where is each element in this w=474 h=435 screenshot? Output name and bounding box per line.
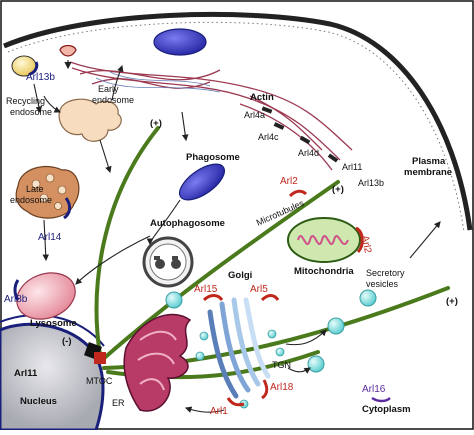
- label-arl5: Arl5: [250, 284, 268, 295]
- arl1-marker: [226, 397, 245, 407]
- label-cytoplasm: Cytoplasm: [362, 404, 411, 415]
- label-arl16: Arl16: [362, 384, 386, 395]
- late-endosome: [15, 165, 80, 219]
- arl8b-marker: [13, 279, 20, 301]
- microtubule-mid: [100, 180, 340, 362]
- late-endosome-vesicles: [31, 173, 67, 210]
- actin-filaments: [69, 61, 353, 171]
- label-secretory-vesicles: Secretory vesicles: [366, 268, 407, 289]
- label-arl4a: Arl4a: [244, 110, 265, 120]
- label-phagosome: Phagosome: [186, 152, 240, 163]
- label-autophagosome: Autophagosome: [150, 218, 225, 229]
- recycling-endosome-arl13b: [29, 61, 39, 76]
- label-arl8b: Arl8b: [4, 294, 28, 305]
- label-early-endosome: Early endosome: [92, 84, 134, 105]
- label-early-endosome-line1: Early: [98, 84, 119, 94]
- phagosome: [179, 163, 225, 201]
- label-arl2-top: Arl2: [280, 176, 298, 187]
- label-golgi: Golgi: [228, 270, 252, 281]
- microtubule-top: [94, 126, 160, 357]
- label-arl18: Arl18: [270, 382, 294, 393]
- autophagosome-cargo: [154, 256, 181, 269]
- label-arl4d: Arl4d: [298, 148, 319, 158]
- label-recycling-endosome-line2: endosome: [10, 107, 52, 117]
- label-arl13b-top: Arl13b: [26, 72, 55, 83]
- plasma-membrane: [3, 11, 473, 231]
- arl18-marker: [261, 379, 269, 400]
- nuclear-envelope-ring: [0, 314, 105, 347]
- label-er: ER: [112, 398, 125, 408]
- label-arl1: Arl1: [210, 406, 228, 417]
- label-arl11-nucleus: Arl11: [14, 368, 38, 379]
- endoplasmic-reticulum: [123, 313, 192, 412]
- early-endosome: [58, 98, 122, 142]
- arl4d-marker: [299, 135, 311, 145]
- label-arl13b-right: Arl13b: [358, 178, 384, 188]
- label-tgn: TGN: [272, 360, 291, 370]
- golgi-vesicles: [195, 329, 285, 409]
- label-arl14: Arl14: [38, 232, 62, 243]
- label-late-endosome: Late endosome: [10, 184, 52, 205]
- label-mtoc: MTOC: [86, 376, 113, 386]
- label-plus-right: (+): [446, 296, 458, 307]
- autophagosome-inner: [149, 243, 187, 281]
- arl16-marker: [371, 396, 391, 403]
- label-arl2-mito: Arl2: [359, 235, 373, 255]
- label-recycling-endosome-line1: Recycling: [6, 96, 45, 106]
- label-secretory-vesicles-line1: Secretory: [366, 268, 405, 278]
- label-arl11-right: Arl11: [342, 162, 362, 172]
- label-late-endosome-line1: Late: [26, 184, 44, 194]
- mtoc: [84, 342, 106, 364]
- arl2-tubule-marker: [288, 189, 308, 198]
- top-vesicle: [153, 28, 207, 56]
- arl2-mito-marker: [355, 226, 364, 254]
- membrane-pit: [59, 44, 77, 57]
- label-nucleus: Nucleus: [20, 396, 57, 407]
- arl11-marker: [327, 153, 339, 163]
- arl14-marker: [63, 197, 72, 220]
- arl5-marker: [260, 294, 280, 302]
- mitochondria: [287, 217, 361, 263]
- arl15-marker: [202, 294, 224, 302]
- arl4a-marker: [261, 106, 273, 114]
- arl4c-marker: [273, 122, 285, 130]
- golgi-apparatus: [207, 297, 271, 399]
- label-plus-mid: (+): [332, 184, 344, 195]
- secretory-vesicles: [165, 289, 377, 373]
- label-plasma-membrane: Plasma membrane: [404, 156, 452, 178]
- label-plasma-membrane-line1: Plasma: [412, 156, 446, 167]
- label-minus: (-): [62, 336, 72, 347]
- label-actin: Actin: [250, 92, 274, 103]
- label-plus-top: (+): [150, 118, 162, 129]
- label-secretory-vesicles-line2: vesicles: [366, 279, 399, 289]
- label-recycling-endosome: Recycling endosome: [6, 96, 52, 117]
- label-mitochondria: Mitochondria: [294, 266, 354, 277]
- label-early-endosome-line2: endosome: [92, 95, 134, 105]
- actin-blue-strands: [95, 71, 221, 93]
- label-lysosome: Lysosome: [30, 318, 77, 329]
- label-late-endosome-line2: endosome: [10, 195, 52, 205]
- trafficking-arrows: [33, 64, 441, 413]
- label-arl15: Arl15: [194, 284, 218, 295]
- label-arl4c: Arl4c: [258, 132, 279, 142]
- lysosome: [16, 272, 76, 320]
- label-plasma-membrane-line2: membrane: [404, 167, 452, 178]
